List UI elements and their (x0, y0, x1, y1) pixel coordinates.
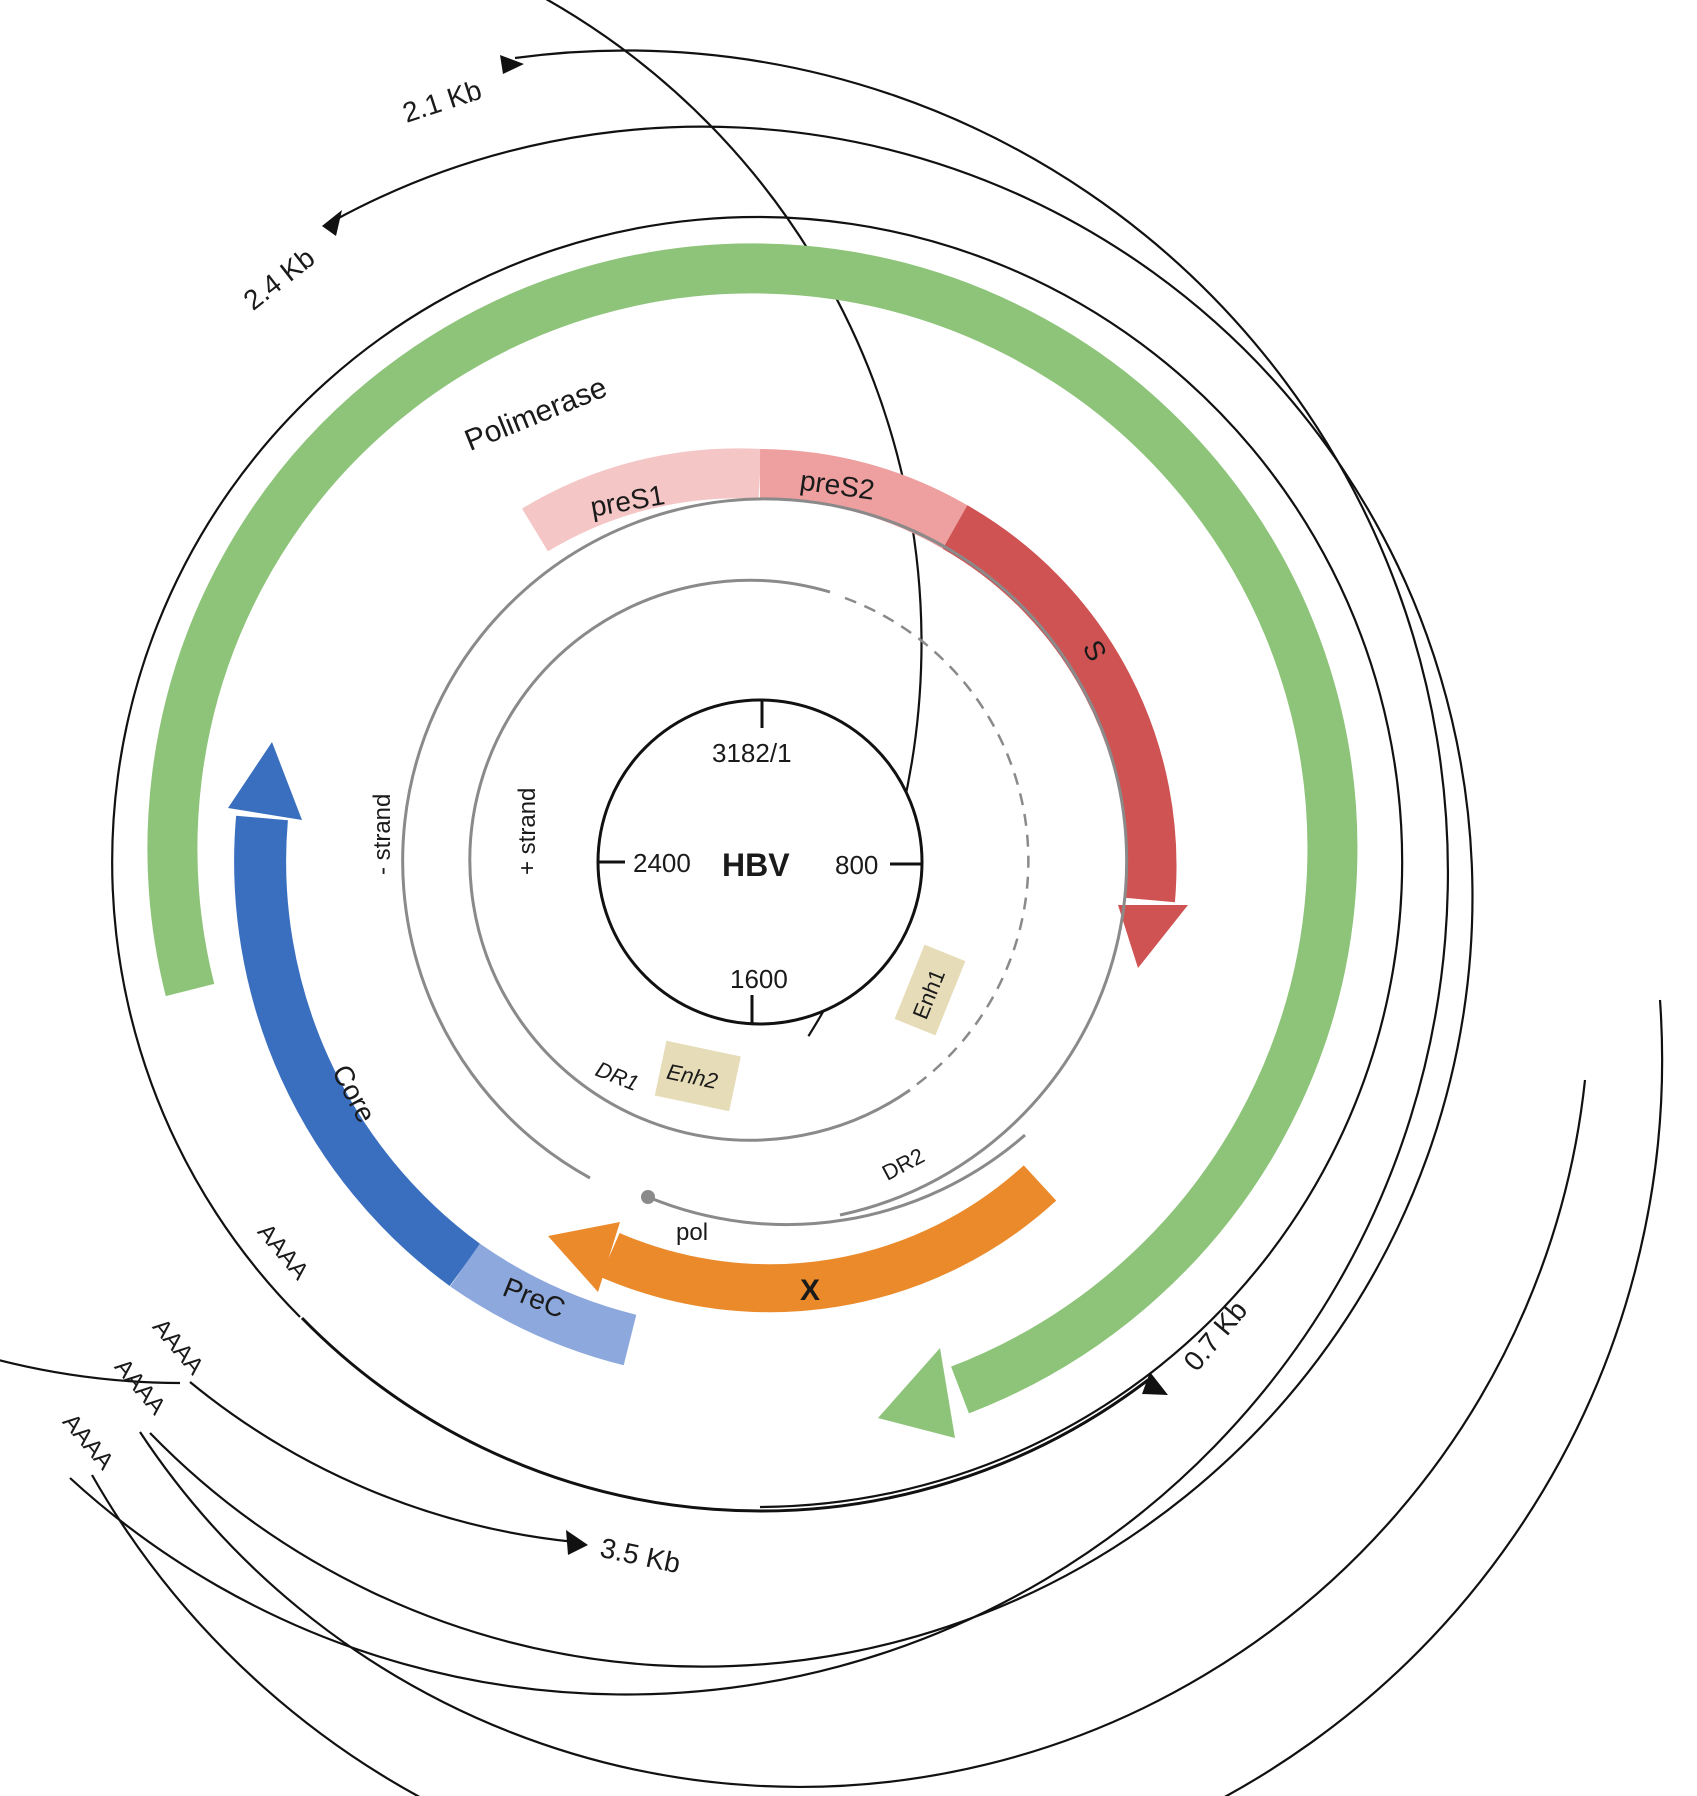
transcript-3.5kb-arc (189, 1381, 576, 1544)
x-band (600, 1165, 1057, 1313)
transcript-label-2.1kb: 2.1 Kb (399, 74, 486, 128)
transcript-0.7kb-arc (300, 1316, 1149, 1513)
dr2-label: DR2 (878, 1143, 929, 1186)
enhancers: Enh1 Enh2 (654, 944, 966, 1112)
genome-circle: 3182/1 800 1600 2400 HBV (596, 698, 924, 1026)
plus-strand-label: + strand (514, 788, 541, 875)
s-arrowhead-icon (1118, 905, 1188, 968)
arrowhead-icon (500, 55, 524, 74)
transcript-2.1kb-arc (69, 49, 1450, 1696)
genome-title: HBV (722, 847, 790, 883)
arrowhead-icon (322, 210, 342, 236)
arrowhead-icon (1142, 1372, 1168, 1395)
tick-label-3182: 3182/1 (712, 738, 792, 768)
polya-label: AAAA (57, 1409, 119, 1475)
pol-label: pol (676, 1219, 708, 1246)
polya-label: AAAA (147, 1314, 209, 1380)
transcript-bowl-2 (91, 999, 1664, 1796)
core-band (234, 815, 481, 1286)
enh1-box (894, 944, 966, 1036)
transcript-2.4kb-arc (149, 125, 1474, 1668)
transcript-ring-arc-2 (111, 215, 1404, 1509)
polya-label: AAAA (109, 1354, 171, 1420)
tick-label-2400: 2400 (633, 848, 691, 878)
pres1-band (522, 448, 762, 552)
arrowhead-icon (566, 1530, 588, 1555)
polimerase-band (147, 243, 1358, 1414)
x-arrowhead-icon (548, 1222, 620, 1292)
s-band (942, 505, 1177, 903)
transcript-bowl-1 (139, 1079, 1587, 1788)
gene-core: Core PreC (228, 742, 637, 1366)
pol-arc (647, 1133, 1026, 1227)
minus-strand-arc (401, 497, 1129, 1217)
polimerase-arrowhead-icon (878, 1348, 955, 1438)
gene-s: preS1 preS2 S (522, 448, 1188, 968)
dr1-label: DR1 (592, 1056, 642, 1096)
plus-strand-dashed-arc (844, 596, 1030, 1090)
minus-strand-label: - strand (369, 794, 396, 875)
transcript-label-3.5kb: 3.5 Kb (598, 1532, 684, 1579)
enh2-box (654, 1040, 741, 1112)
polimerase-label: Polimerase (460, 371, 611, 458)
tick-label-800: 800 (835, 850, 878, 880)
x-label: X (800, 1274, 820, 1307)
tick-label-1600: 1600 (730, 964, 788, 994)
prec-band (450, 1243, 637, 1366)
plus-strand-solid-arc (468, 578, 911, 1142)
pres2-band (759, 449, 968, 549)
core-arrowhead-icon (228, 742, 302, 820)
transcript-label-2.4kb: 2.4 Kb (238, 242, 321, 316)
transcript-label-0.7kb: 0.7 Kb (1178, 1295, 1254, 1377)
gene-x: X (548, 1165, 1057, 1313)
transcript-ring-arc (0, 0, 923, 1385)
